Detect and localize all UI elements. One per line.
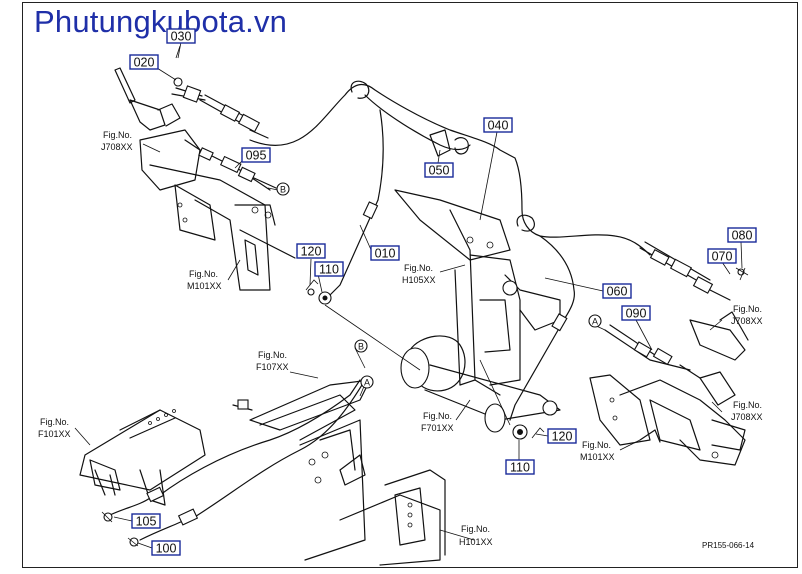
connector-b-lower[interactable]: B — [354, 339, 368, 353]
central-frame — [394, 189, 561, 433]
figref-code: J708XX — [101, 142, 133, 152]
connector-letter: B — [358, 342, 364, 352]
lower-left-controller — [79, 409, 206, 506]
connector-letter: A — [592, 317, 598, 327]
drawing-code: PR155-066-14 — [702, 541, 755, 550]
figref-m101-upper[interactable]: Fig.No. M101XX — [187, 269, 222, 291]
connector-letter: B — [280, 185, 286, 195]
figref-j708-lower[interactable]: Fig.No. J708XX — [731, 400, 763, 422]
callout-010[interactable]: 010 — [370, 245, 400, 261]
callout-090[interactable]: 090 — [621, 305, 651, 321]
cable-to-050 — [364, 94, 471, 151]
connector-letter: A — [364, 378, 370, 388]
figref-h101[interactable]: Fig.No. H101XX — [459, 524, 493, 547]
callout-label: 030 — [171, 30, 192, 44]
watermark-text: Phutungkubota.vn — [34, 4, 288, 39]
callout-label: 040 — [488, 119, 509, 133]
callout-label: 105 — [136, 515, 157, 529]
connector-a-lower[interactable]: A — [360, 375, 374, 389]
figref-label: Fig.No. — [582, 440, 611, 450]
callout-label: 110 — [319, 263, 339, 277]
callout-105[interactable]: 105 — [131, 513, 161, 529]
callout-095[interactable]: 095 — [241, 147, 271, 163]
figref-code: J708XX — [731, 316, 763, 326]
figref-label: Fig.No. — [258, 350, 287, 360]
figref-code: H101XX — [459, 537, 493, 547]
callout-label: 010 — [375, 247, 396, 261]
callout-080[interactable]: 080 — [727, 227, 757, 243]
callout-030[interactable]: 030 — [166, 28, 196, 44]
callout-label: 070 — [712, 250, 733, 264]
upper-left-bracket — [139, 129, 296, 291]
figref-code: F701XX — [421, 423, 454, 433]
callout-label: 060 — [607, 285, 628, 299]
main-cable — [249, 84, 651, 256]
callout-050[interactable]: 050 — [424, 162, 454, 178]
cable-loop-top — [350, 80, 370, 99]
callout-label: 095 — [246, 149, 267, 163]
connector-a-right[interactable]: A — [588, 314, 602, 328]
callout-100[interactable]: 100 — [151, 540, 181, 556]
callout-label: 090 — [626, 307, 647, 321]
figref-h105[interactable]: Fig.No. H105XX — [402, 263, 436, 285]
cable-down-010 — [377, 109, 384, 201]
callout-label: 100 — [156, 542, 177, 556]
figref-label: Fig.No. — [733, 304, 762, 314]
figref-f101[interactable]: Fig.No. F101XX — [38, 417, 71, 439]
figref-code: H105XX — [402, 275, 436, 285]
figref-j708-upper[interactable]: Fig.No. J708XX — [101, 130, 133, 152]
callout-label: 020 — [134, 56, 155, 70]
rods — [305, 199, 568, 440]
figref-label: Fig.No. — [40, 417, 69, 427]
callout-120-upper[interactable]: 120 — [296, 243, 326, 259]
part-050-clip — [429, 129, 469, 157]
callout-110-upper[interactable]: 110 — [314, 261, 344, 277]
drawing-frame — [22, 2, 798, 568]
figref-f107[interactable]: Fig.No. F107XX — [256, 350, 289, 372]
figref-label: Fig.No. — [189, 269, 218, 279]
figref-code: F107XX — [256, 362, 289, 372]
callout-060[interactable]: 060 — [602, 283, 632, 299]
figref-label: Fig.No. — [733, 400, 762, 410]
callout-label: 120 — [552, 430, 573, 444]
figref-j708-right[interactable]: Fig.No. J708XX — [731, 304, 763, 326]
figref-code: F101XX — [38, 429, 71, 439]
callout-110-lower[interactable]: 110 — [505, 459, 535, 475]
callout-label: 110 — [510, 461, 530, 475]
cable-loop-mid — [516, 214, 535, 232]
callout-040[interactable]: 040 — [483, 117, 513, 133]
upper-left-assembly — [114, 29, 269, 139]
cable-right-060 — [539, 235, 575, 319]
callout-label: 120 — [301, 245, 322, 259]
lower-right-bracket — [589, 371, 746, 466]
leader-lines — [74, 41, 743, 549]
figref-m101-lower[interactable]: Fig.No. M101XX — [580, 440, 615, 462]
figref-label: Fig.No. — [404, 263, 433, 273]
connector-b-upper[interactable]: B — [276, 182, 290, 196]
callout-label: 050 — [429, 164, 450, 178]
figref-label: Fig.No. — [103, 130, 132, 140]
callout-120-lower[interactable]: 120 — [547, 428, 577, 444]
lower-centre-frame — [249, 379, 446, 566]
figref-label: Fig.No. — [423, 411, 452, 421]
figref-code: M101XX — [580, 452, 615, 462]
callout-label: 080 — [732, 229, 753, 243]
figref-code: M101XX — [187, 281, 222, 291]
lower-cables — [101, 379, 366, 547]
right-cable-assembly — [604, 241, 749, 379]
figref-f701[interactable]: Fig.No. F701XX — [421, 411, 454, 433]
callout-020[interactable]: 020 — [129, 54, 159, 70]
figref-label: Fig.No. — [461, 524, 490, 534]
figref-code: J708XX — [731, 412, 763, 422]
callout-070[interactable]: 070 — [707, 248, 737, 264]
